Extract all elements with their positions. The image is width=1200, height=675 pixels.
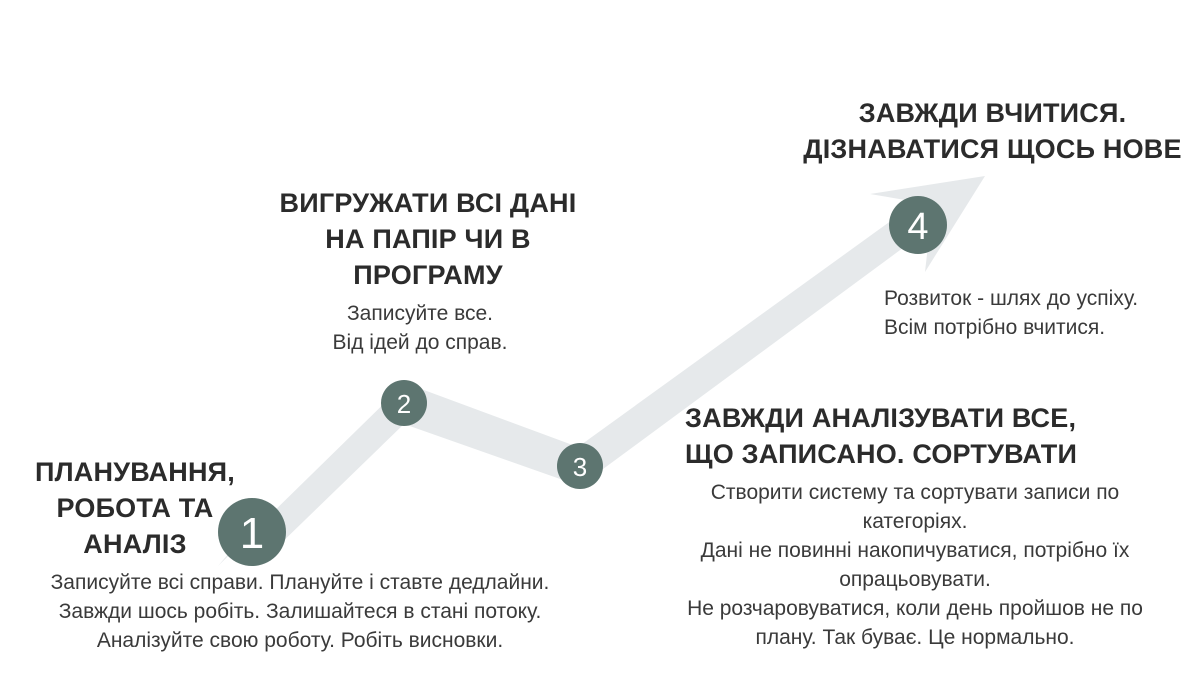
step-1-description-line: Записуйте всі справи. Плануйте і ставте …	[50, 571, 550, 594]
step-2-heading-line: НА ПАПІР ЧИ В	[325, 224, 531, 254]
step-3-marker: 3	[557, 443, 603, 489]
step-3-description-line: Не розчаровуватися, коли день пройшов не…	[687, 597, 1143, 620]
step-2-heading-line: ПРОГРАМУ	[353, 260, 503, 290]
step-3-number: 3	[573, 452, 587, 482]
step-4-description-line: Всім потрібно вчитися.	[884, 316, 1106, 339]
step-4-marker: 4	[889, 196, 947, 254]
step-2-heading-line: ВИГРУЖАТИ ВСІ ДАНІ	[279, 188, 577, 218]
step-1-heading-line: АНАЛІЗ	[83, 529, 187, 559]
step-3-description-line: опрацьовувати.	[839, 568, 991, 591]
step-1-heading: ПЛАНУВАННЯ, РОБОТА ТА АНАЛІЗ	[20, 454, 250, 562]
step-3-description-line: категоріях.	[862, 510, 968, 533]
step-3-heading-line: ЩО ЗАПИСАНО. СОРТУВАТИ	[685, 439, 1078, 469]
step-4-description-line: Розвиток - шлях до успіху.	[884, 287, 1139, 310]
step-1-description-line: Завжди шось робіть. Залишайтеся в стані …	[58, 600, 542, 623]
step-3-heading-line: ЗАВЖДИ АНАЛІЗУВАТИ ВСЕ,	[685, 403, 1077, 433]
step-3-description: Створити систему та сортувати записи по …	[630, 478, 1200, 652]
step-3-description-line: Створити систему та сортувати записи по	[710, 481, 1120, 504]
step-1-heading-line: ПЛАНУВАННЯ,	[35, 457, 235, 487]
step-2-description-line: Від ідей до справ.	[332, 331, 508, 354]
step-2-heading: ВИГРУЖАТИ ВСІ ДАНІ НА ПАПІР ЧИ В ПРОГРАМ…	[258, 185, 598, 293]
step-3-heading: ЗАВЖДИ АНАЛІЗУВАТИ ВСЕ, ЩО ЗАПИСАНО. СОР…	[685, 400, 1125, 472]
step-4-heading-line: ДІЗНАВАТИСЯ ЩОСЬ НОВЕ	[803, 134, 1182, 164]
step-4-number: 4	[907, 206, 928, 248]
step-1-heading-line: РОБОТА ТА	[56, 493, 214, 523]
step-2-number: 2	[397, 389, 411, 419]
step-1-description-line: Аналізуйте свою роботу. Робіть висновки.	[96, 629, 504, 652]
step-1-number: 1	[240, 509, 264, 558]
step-3-description-line: Дані не повинні накопичуватися, потрібно…	[700, 539, 1130, 562]
step-1-description: Записуйте всі справи. Плануйте і ставте …	[0, 568, 600, 655]
step-2-description-line: Записуйте все.	[346, 302, 494, 325]
step-2-marker: 2	[381, 380, 427, 426]
step-4-heading-line: ЗАВЖДИ ВЧИТИСЯ.	[858, 98, 1127, 128]
step-2-description: Записуйте все. Від ідей до справ.	[270, 299, 570, 357]
step-3-description-line: плану. Так буває. Це нормально.	[755, 626, 1075, 649]
step-4-heading: ЗАВЖДИ ВЧИТИСЯ. ДІЗНАВАТИСЯ ЩОСЬ НОВЕ	[790, 95, 1195, 167]
step-1-marker: 1	[218, 498, 286, 566]
step-4-description: Розвиток - шлях до успіху. Всім потрібно…	[884, 284, 1194, 342]
